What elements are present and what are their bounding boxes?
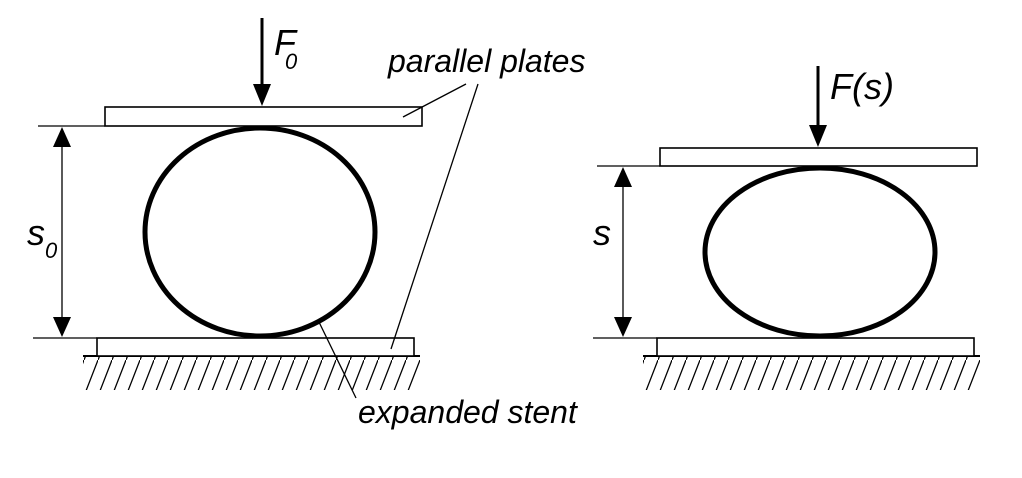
compressed-stent-ring	[702, 165, 938, 339]
top-plate-right	[659, 147, 978, 167]
compressed-state-assembly	[593, 66, 980, 390]
initial-state-assembly	[33, 18, 479, 399]
bottom-plate-right	[656, 337, 975, 357]
gap-initial-subscript: 0	[45, 238, 58, 263]
gap-initial-label: s	[27, 212, 45, 253]
ground-hatch-left	[83, 355, 420, 390]
force-arrow-initial	[253, 18, 271, 106]
gap-compressed-label: s	[593, 212, 611, 253]
leader-lines-plates	[390, 83, 479, 350]
dimension-gap-compressed	[593, 165, 660, 339]
dimension-gap-initial	[33, 125, 105, 339]
leader-line-stent	[317, 319, 357, 399]
parallel-plates-label: parallel plates	[387, 43, 585, 79]
top-plate-left	[104, 106, 423, 127]
force-compressed-label: F(s)	[830, 66, 894, 107]
bottom-plate-left	[96, 337, 415, 357]
ground-hatch-right	[643, 355, 980, 390]
force-initial-subscript: 0	[285, 49, 298, 74]
force-initial-label: F	[274, 22, 298, 63]
force-arrow-compressed	[809, 66, 827, 147]
expanded-stent-ring	[142, 125, 378, 339]
expanded-stent-label: expanded stent	[358, 394, 578, 430]
